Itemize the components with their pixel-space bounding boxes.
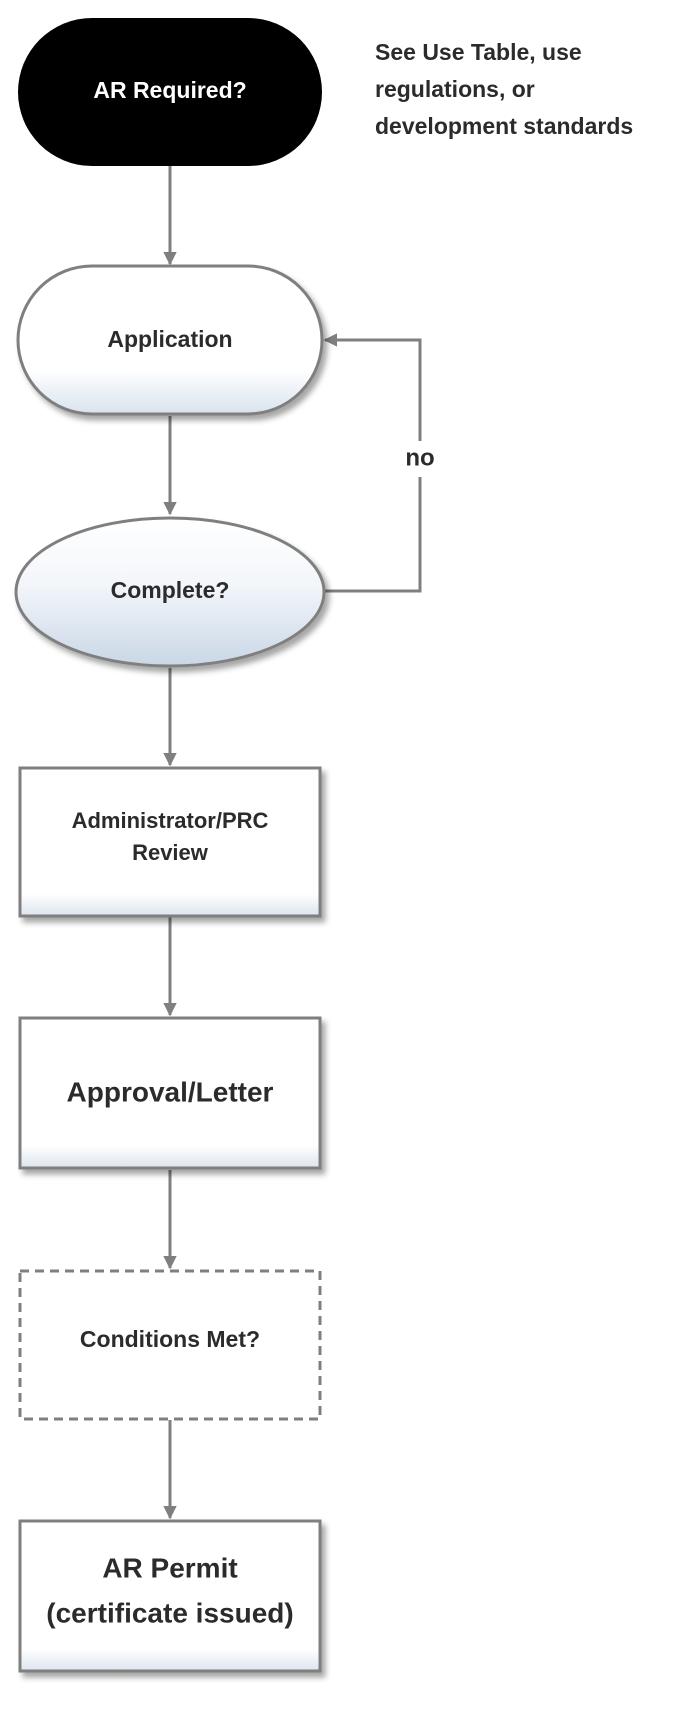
node-conditions: Conditions Met? [18,1269,322,1421]
node-complete-decision: Complete? [14,516,326,668]
node-ar-permit: AR Permit (certificate issued) [18,1519,322,1673]
node-ar-required: AR Required? [18,18,322,166]
node-application: Application [16,264,324,416]
loop-label-background [396,441,444,477]
side-note: See Use Table, use regulations, or devel… [375,34,665,145]
node-ar-required-label: AR Required? [93,77,246,103]
side-note-line-3: development standards [375,113,634,139]
node-approval: Approval/Letter [18,1016,322,1170]
node-review: Administrator/PRC Review [18,766,322,918]
side-note-line-1: See Use Table, use [375,39,582,65]
side-note-line-2: regulations, or [375,76,535,102]
node-ar-permit-label-line1: AR Permit [102,1552,237,1583]
node-approval-label: Approval/Letter [67,1076,274,1107]
node-application-label: Application [107,326,232,352]
node-ar-permit-label-line2: (certificate issued) [46,1597,293,1628]
node-complete-label: Complete? [111,577,230,603]
node-review-label-line2: Review [132,840,209,865]
node-review-label-line1: Administrator/PRC [72,808,269,833]
node-conditions-label: Conditions Met? [80,1326,260,1352]
loop-label-no: no [405,444,434,471]
